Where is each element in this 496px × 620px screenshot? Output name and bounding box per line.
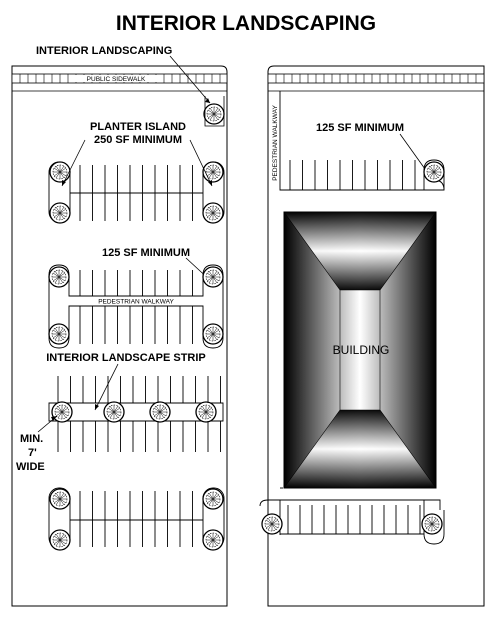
min-7-value-label: 7' <box>28 447 37 459</box>
tree-icon <box>149 401 171 423</box>
parking-row-2: PEDESTRIAN WALKWAY <box>48 264 224 349</box>
tree-icon <box>202 529 224 551</box>
building-label: BUILDING <box>333 343 390 357</box>
tree-icon <box>202 266 224 288</box>
min-7-label: MIN. <box>20 433 43 445</box>
public-sidewalk-right <box>267 73 485 92</box>
right-lot-outline <box>267 65 485 607</box>
tree-icon <box>261 513 283 535</box>
parking-row-3 <box>48 376 224 452</box>
tree-icon <box>202 161 224 183</box>
tree-icon <box>49 488 71 510</box>
planter-outline <box>204 96 225 127</box>
planter-island-label: PLANTER ISLAND <box>90 121 186 133</box>
parking-row-right-bottom <box>259 499 445 545</box>
tree-icon <box>51 401 73 423</box>
pedestrian-walkway-label-h: PEDESTRIAN WALKWAY <box>98 299 174 306</box>
interior-landscaping-label: INTERIOR LANDSCAPING <box>36 45 172 57</box>
parking-row-right-top <box>289 159 445 190</box>
interior-strip-label: INTERIOR LANDSCAPE STRIP <box>46 352 206 364</box>
public-sidewalk-label: PUBLIC SIDEWALK <box>87 76 146 83</box>
tree-icon <box>195 401 217 423</box>
min-125-label-right: 125 SF MINIMUM <box>316 122 404 134</box>
pedestrian-walkway-label-v: PEDESTRIAN WALKWAY <box>272 105 279 181</box>
building: BUILDING <box>283 211 437 489</box>
leader-arrow <box>205 98 210 103</box>
min-7-wide-label: WIDE <box>16 461 45 473</box>
leader-line <box>94 363 119 411</box>
tree-icon <box>203 103 225 125</box>
tree-icon <box>202 488 224 510</box>
public-sidewalk: PUBLIC SIDEWALK <box>11 73 228 92</box>
leader-line <box>169 55 211 104</box>
min-125-label-left: 125 SF MINIMUM <box>102 247 190 259</box>
parking-row-4 <box>48 487 225 551</box>
parking-row-1 <box>48 161 225 224</box>
leader-line <box>61 139 86 187</box>
tree-icon <box>202 323 224 345</box>
tree-icon <box>423 161 445 183</box>
tree-icon <box>421 513 443 535</box>
tree-icon <box>49 202 71 224</box>
tree-icon <box>103 401 125 423</box>
leader-arrow <box>95 404 99 410</box>
leader-arrow <box>51 416 57 421</box>
leader-arrow <box>208 180 212 186</box>
tree-icon <box>49 529 71 551</box>
leader-arrow <box>62 180 66 186</box>
left-lot-outline <box>11 65 228 607</box>
tree-icon <box>49 161 71 183</box>
tree-icon <box>48 266 70 288</box>
page-title: INTERIOR LANDSCAPING <box>116 12 376 35</box>
planter-island-min-label: 250 SF MINIMUM <box>94 134 182 146</box>
leader-line <box>189 139 213 187</box>
tree-icon <box>202 202 224 224</box>
tree-icon <box>48 323 70 345</box>
